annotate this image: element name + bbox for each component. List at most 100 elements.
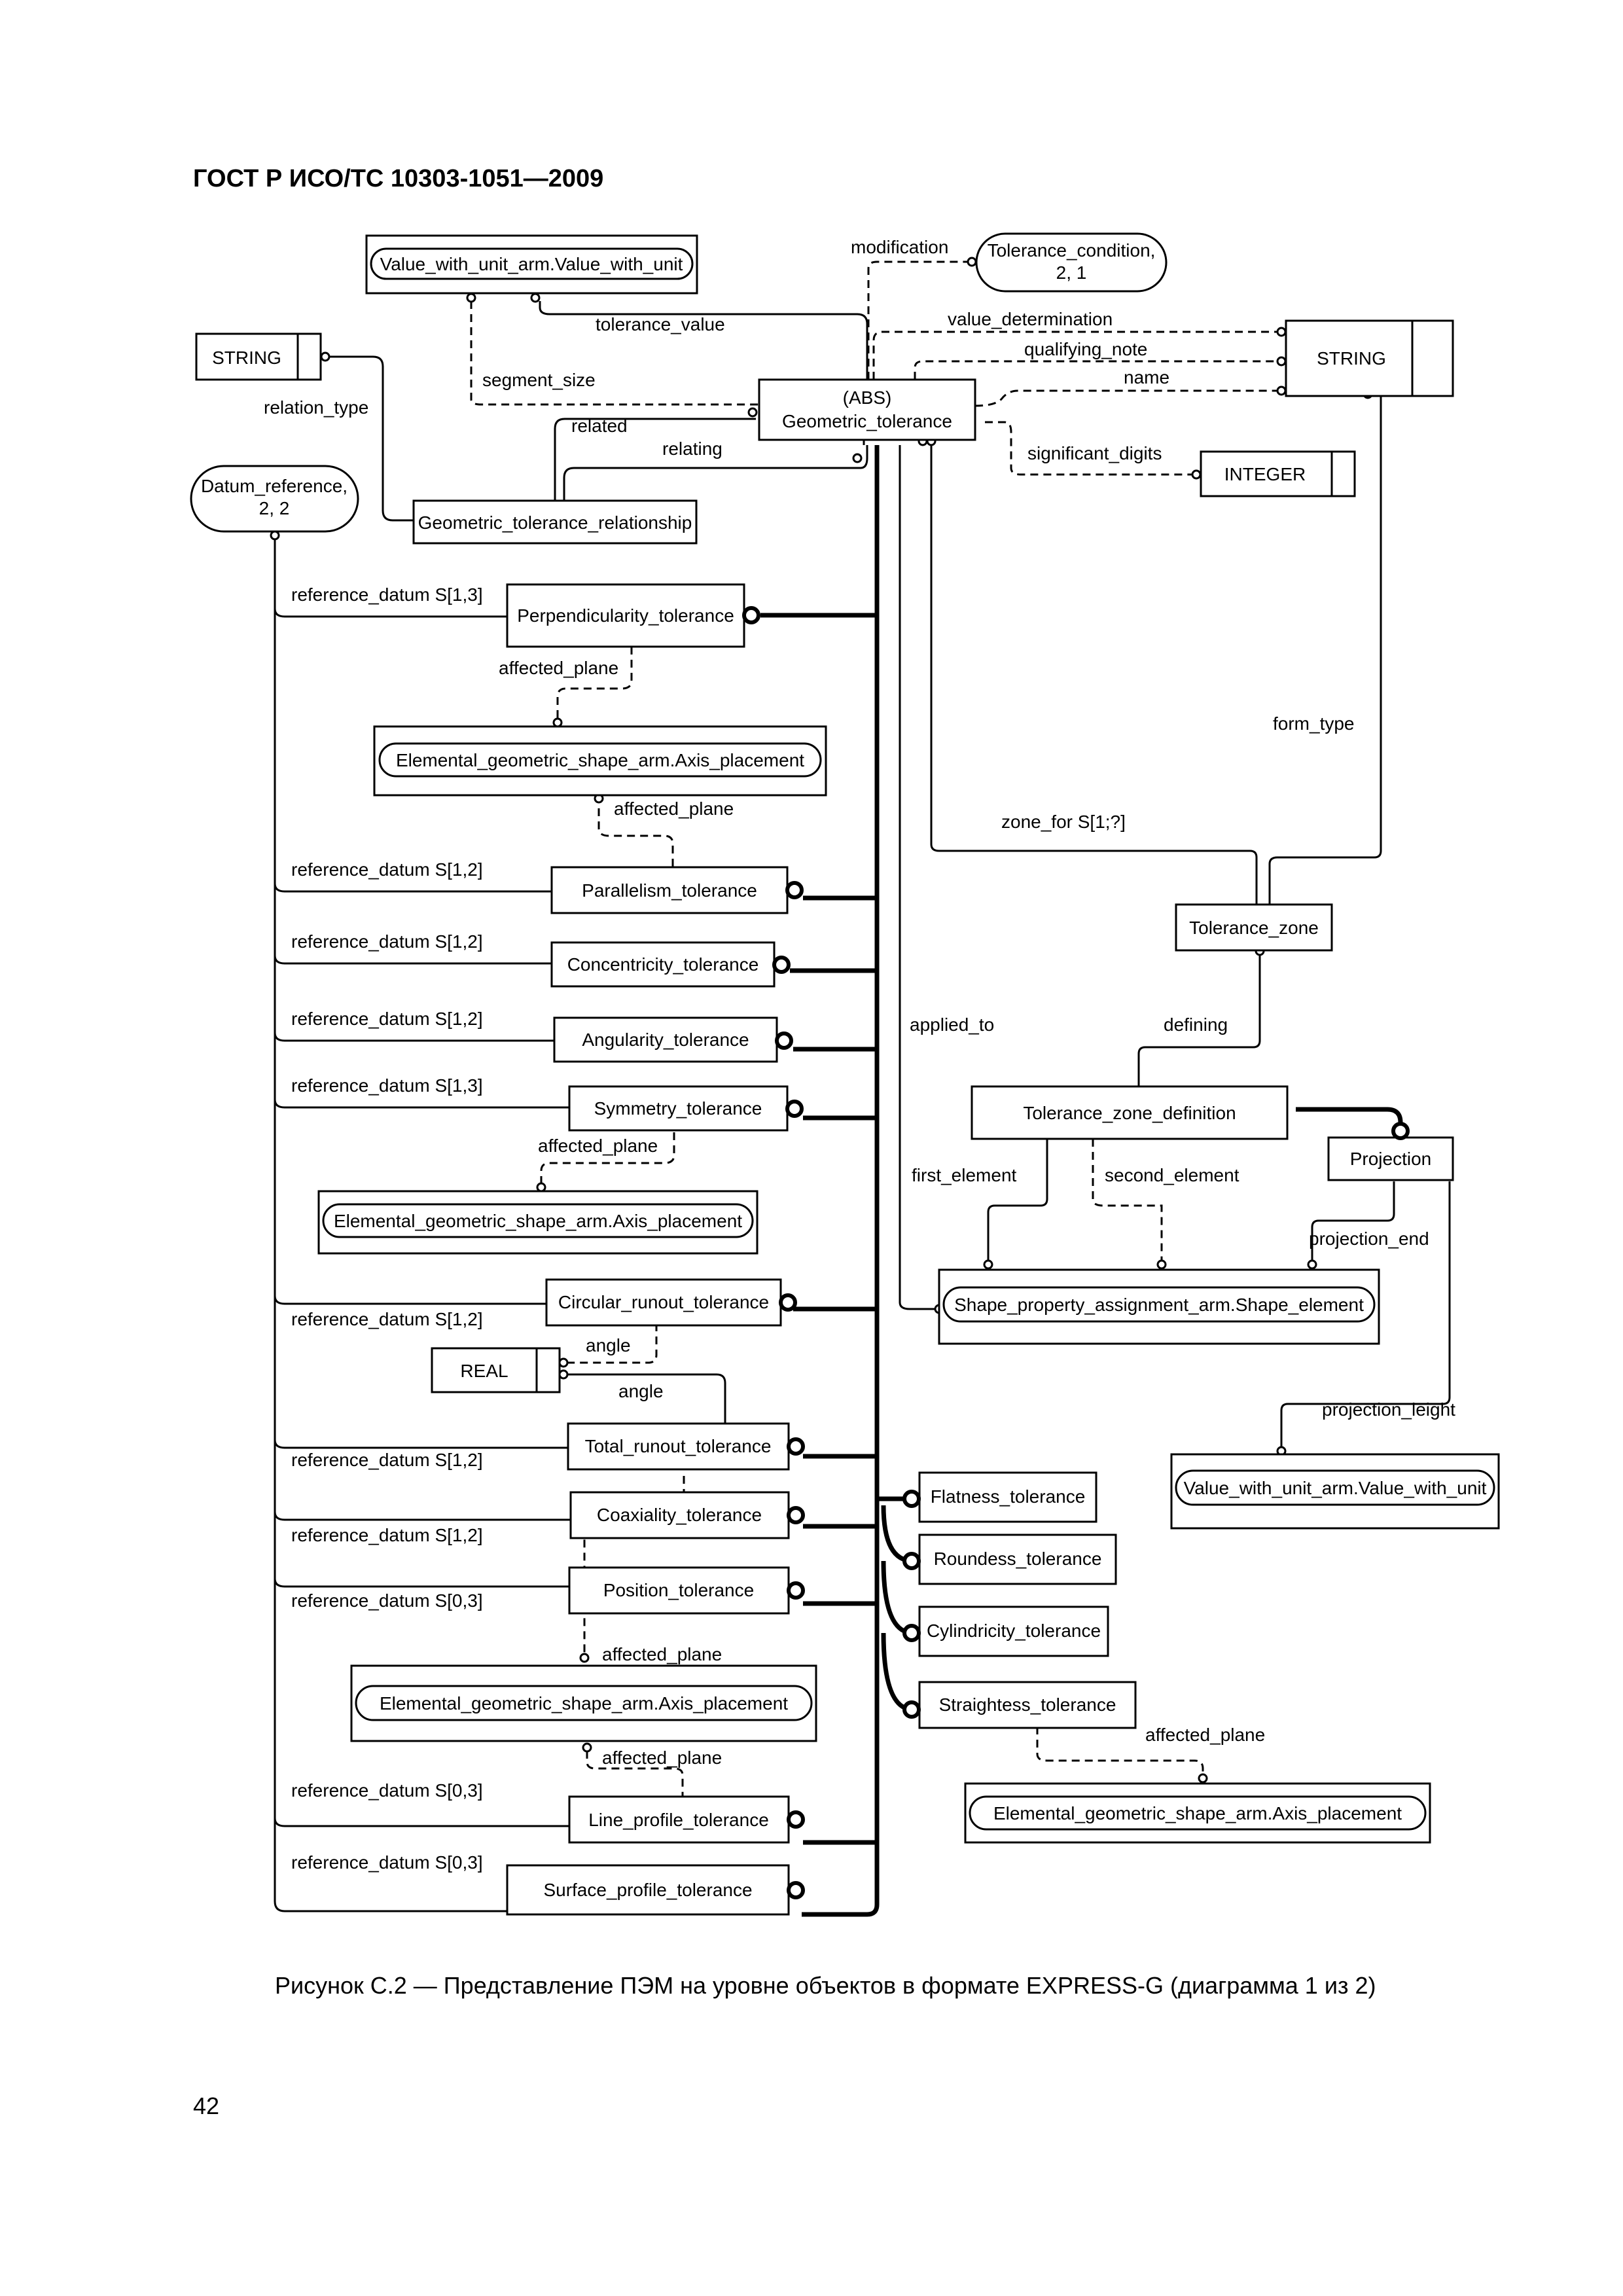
- entity-axis-placement-1[interactable]: Elemental_geometric_shape_arm.Axis_place…: [373, 725, 827, 797]
- entity-surface-profile-tolerance[interactable]: Surface_profile_tolerance: [506, 1864, 790, 1916]
- svg-text:Position_tolerance: Position_tolerance: [603, 1580, 754, 1600]
- relation-label-modification: modification: [851, 237, 948, 257]
- type-string-right[interactable]: STRING: [1285, 319, 1454, 397]
- relation-label-ref-datum-13: reference_datum S[1,3]: [291, 1075, 483, 1096]
- relation-label-affected-plane: affected_plane: [602, 1644, 722, 1664]
- svg-text:INTEGER: INTEGER: [1224, 464, 1306, 484]
- entity-total-runout-tolerance[interactable]: Total_runout_tolerance: [567, 1422, 790, 1471]
- relation-label-ref-datum-12: reference_datum S[1,2]: [291, 1525, 483, 1545]
- entity-perpendicularity-tolerance[interactable]: Perpendicularity_tolerance: [506, 583, 745, 648]
- relation-label-first-element: first_element: [912, 1165, 1017, 1185]
- svg-text:Perpendicularity_tolerance: Perpendicularity_tolerance: [517, 605, 734, 626]
- svg-text:Line_profile_tolerance: Line_profile_tolerance: [588, 1810, 769, 1830]
- entity-coaxiality-tolerance[interactable]: Coaxiality_tolerance: [569, 1491, 790, 1539]
- entity-geometric-tolerance-relationship[interactable]: Geometric_tolerance_relationship: [412, 499, 698, 545]
- entity-shape-element[interactable]: Shape_property_assignment_arm.Shape_elem…: [938, 1268, 1380, 1345]
- entity-tolerance-condition[interactable]: Tolerance_condition, 2, 1: [975, 232, 1168, 293]
- relation-label-ref-datum-03: reference_datum S[0,3]: [291, 1852, 483, 1873]
- entity-line-profile-tolerance[interactable]: Line_profile_tolerance: [568, 1795, 790, 1844]
- entity-geometric-tolerance[interactable]: (ABS) Geometric_tolerance: [758, 378, 976, 441]
- figure-caption: Рисунок С.2 — Представление ПЭМ на уровн…: [275, 1972, 1376, 1999]
- relation-label-ref-datum-03: reference_datum S[0,3]: [291, 1590, 483, 1611]
- relation-label-segment-size: segment_size: [482, 370, 596, 390]
- svg-text:REAL: REAL: [460, 1361, 508, 1381]
- svg-text:Flatness_tolerance: Flatness_tolerance: [931, 1486, 1086, 1507]
- document-header: ГОСТ Р ИСО/ТС 10303-1051—2009: [193, 165, 603, 192]
- relation-label-ref-datum-12: reference_datum S[1,2]: [291, 1309, 483, 1329]
- entity-angularity-tolerance[interactable]: Angularity_tolerance: [553, 1016, 778, 1063]
- relation-label-relation-type: relation_type: [264, 397, 368, 418]
- entity-flatness-tolerance[interactable]: Flatness_tolerance: [918, 1471, 1097, 1523]
- subtype-circles: [742, 606, 1410, 1899]
- svg-text:Elemental_geometric_shape_arm.: Elemental_geometric_shape_arm.Axis_place…: [380, 1693, 788, 1713]
- type-integer[interactable]: INTEGER: [1200, 450, 1356, 497]
- entity-axis-placement-3[interactable]: Elemental_geometric_shape_arm.Axis_place…: [350, 1664, 817, 1742]
- relation-label-angle: angle: [618, 1381, 664, 1401]
- entity-value-with-unit-top[interactable]: Value_with_unit_arm.Value_with_unit: [365, 234, 698, 295]
- svg-text:Straightess_tolerance: Straightess_tolerance: [939, 1695, 1116, 1715]
- entity-axis-placement-2[interactable]: Elemental_geometric_shape_arm.Axis_place…: [317, 1190, 758, 1255]
- svg-text:Projection: Projection: [1350, 1149, 1432, 1169]
- relation-label-projection-leight: projection_leight: [1322, 1399, 1455, 1420]
- entity-axis-placement-4[interactable]: Elemental_geometric_shape_arm.Axis_place…: [964, 1782, 1431, 1844]
- relation-label-ref-datum-12: reference_datum S[1,2]: [291, 1009, 483, 1029]
- svg-text:Elemental_geometric_shape_arm.: Elemental_geometric_shape_arm.Axis_place…: [993, 1803, 1402, 1823]
- relation-label-related: related: [571, 416, 628, 436]
- svg-text:Geometric_tolerance_relationsh: Geometric_tolerance_relationship: [418, 512, 692, 533]
- entity-tolerance-zone[interactable]: Tolerance_zone: [1175, 903, 1333, 952]
- svg-text:Cylindricity_tolerance: Cylindricity_tolerance: [927, 1621, 1101, 1641]
- entity-concentricity-tolerance[interactable]: Concentricity_tolerance: [550, 941, 776, 988]
- entity-cylindricity-tolerance[interactable]: Cylindricity_tolerance: [918, 1605, 1109, 1657]
- svg-text:Elemental_geometric_shape_arm.: Elemental_geometric_shape_arm.Axis_place…: [396, 750, 804, 770]
- relation-label-ref-datum-12: reference_datum S[1,2]: [291, 931, 483, 952]
- relation-label-ref-datum-13: reference_datum S[1,3]: [291, 584, 483, 605]
- svg-text:Tolerance_zone_definition: Tolerance_zone_definition: [1023, 1103, 1236, 1123]
- svg-text:Total_runout_tolerance: Total_runout_tolerance: [585, 1436, 772, 1456]
- svg-text:Symmetry_tolerance: Symmetry_tolerance: [594, 1098, 762, 1119]
- svg-text:STRING: STRING: [212, 348, 281, 368]
- svg-text:Parallelism_tolerance: Parallelism_tolerance: [582, 880, 757, 901]
- page-number: 42: [193, 2092, 219, 2119]
- entity-straightess-tolerance[interactable]: Straightess_tolerance: [918, 1681, 1137, 1729]
- svg-text:2, 1: 2, 1: [1056, 262, 1087, 283]
- entity-value-with-unit-bottom[interactable]: Value_with_unit_arm.Value_with_unit: [1170, 1453, 1500, 1530]
- entity-tolerance-zone-definition[interactable]: Tolerance_zone_definition: [971, 1085, 1289, 1140]
- entity-projection[interactable]: Projection: [1327, 1136, 1454, 1181]
- relation-label-form-type: form_type: [1273, 713, 1355, 734]
- svg-text:Concentricity_tolerance: Concentricity_tolerance: [567, 954, 759, 975]
- svg-text:Roundess_tolerance: Roundess_tolerance: [934, 1549, 1102, 1569]
- relation-label-affected-plane: affected_plane: [499, 658, 618, 678]
- svg-text:(ABS): (ABS): [843, 387, 892, 408]
- entity-position-tolerance[interactable]: Position_tolerance: [568, 1566, 790, 1615]
- relation-label-affected-plane: affected_plane: [602, 1748, 722, 1768]
- type-string-left[interactable]: STRING: [195, 332, 322, 381]
- entity-roundess-tolerance[interactable]: Roundess_tolerance: [918, 1534, 1117, 1585]
- entity-datum-reference[interactable]: Datum_reference, 2, 2: [190, 465, 359, 533]
- type-real[interactable]: REAL: [431, 1347, 561, 1393]
- svg-text:2, 2: 2, 2: [259, 498, 290, 518]
- relation-label-tolerance-value: tolerance_value: [596, 314, 725, 334]
- relation-label-affected-plane: affected_plane: [538, 1136, 658, 1156]
- relation-labels: modification tolerance_value value_deter…: [264, 237, 1455, 1873]
- relation-label-relating: relating: [662, 439, 722, 459]
- entity-symmetry-tolerance[interactable]: Symmetry_tolerance: [568, 1085, 789, 1132]
- relation-label-qualifying-note: qualifying_note: [1024, 339, 1147, 359]
- svg-text:Datum_reference,: Datum_reference,: [201, 476, 348, 496]
- relation-label-significant-digits: significant_digits: [1027, 443, 1162, 463]
- svg-text:Surface_profile_tolerance: Surface_profile_tolerance: [543, 1880, 752, 1900]
- entity-circular-runout-tolerance[interactable]: Circular_runout_tolerance: [545, 1278, 782, 1327]
- relation-label-name: name: [1124, 367, 1169, 387]
- svg-text:Geometric_tolerance: Geometric_tolerance: [782, 411, 952, 431]
- svg-text:Tolerance_zone: Tolerance_zone: [1189, 918, 1319, 938]
- svg-text:Value_with_unit_arm.Value_with: Value_with_unit_arm.Value_with_unit: [1184, 1478, 1487, 1498]
- relation-label-defining: defining: [1164, 1014, 1228, 1035]
- svg-text:Angularity_tolerance: Angularity_tolerance: [582, 1030, 749, 1050]
- relation-label-affected-plane: affected_plane: [1145, 1725, 1265, 1745]
- svg-text:Elemental_geometric_shape_arm.: Elemental_geometric_shape_arm.Axis_place…: [334, 1211, 742, 1231]
- relation-label-angle: angle: [586, 1335, 631, 1355]
- relation-label-value-determination: value_determination: [948, 309, 1113, 329]
- svg-text:Shape_property_assignment_arm.: Shape_property_assignment_arm.Shape_elem…: [954, 1295, 1364, 1315]
- relation-label-applied-to: applied_to: [910, 1014, 994, 1035]
- entity-parallelism-tolerance[interactable]: Parallelism_tolerance: [550, 866, 789, 914]
